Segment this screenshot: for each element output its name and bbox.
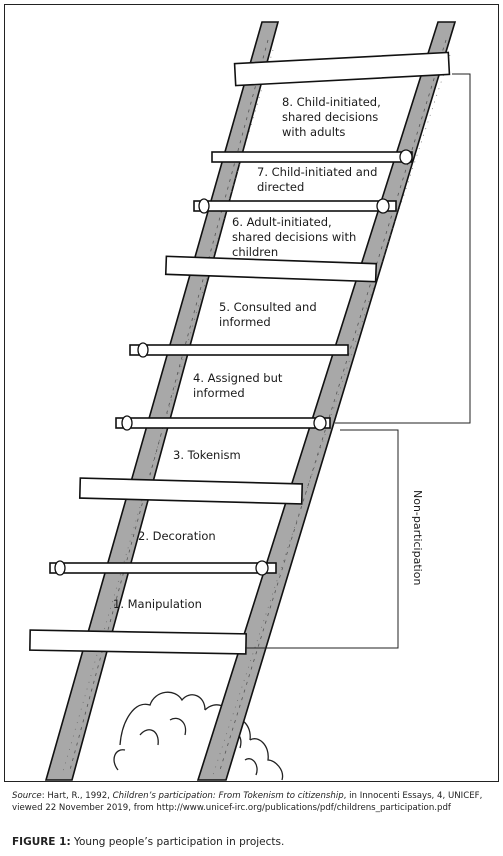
- caption-text: Young people’s participation in projects…: [70, 836, 285, 848]
- ladder-rungs: [29, 51, 451, 655]
- rung-label-2: 2. Decoration: [138, 529, 216, 543]
- source-text-a: : Hart, R., 1992,: [41, 791, 113, 801]
- non-participation-label: Non-participation: [411, 490, 424, 586]
- rung-ties: [54, 149, 413, 576]
- rung-label-7: 7. Child-initiated and directed: [257, 165, 378, 194]
- rung-board-8: [233, 51, 451, 87]
- rung-board-5: [164, 255, 378, 283]
- rung-label-1: 1. Manipulation: [113, 597, 202, 611]
- rung-label-5: 5. Consulted and informed: [219, 300, 317, 329]
- rung-board-7: [211, 151, 413, 163]
- rung-board-4: [129, 344, 349, 356]
- rung-board-3: [115, 417, 331, 429]
- rung-board-1: [49, 562, 277, 574]
- rung-board-2: [78, 477, 304, 505]
- participation-bracket: [335, 73, 471, 424]
- shrub-drawing: [113, 691, 284, 781]
- rung-label-6: 6. Adult-initiated, shared decisions wit…: [232, 215, 357, 259]
- source-note: Source: Hart, R., 1992, Children’s parti…: [12, 791, 492, 814]
- non-participation-bracket: [245, 429, 399, 649]
- source-prefix: Source: [12, 791, 42, 801]
- source-text-b: , in Innocenti Essays, 4, UNICEF, viewed…: [12, 791, 483, 813]
- figure-number: FIGURE 1:: [12, 836, 71, 848]
- rung-label-8: 8. Child-initiated, shared decisions wit…: [282, 95, 381, 139]
- source-title: Children’s participation: From Tokenism …: [112, 791, 344, 801]
- rung-label-4: 4. Assigned but informed: [193, 371, 283, 400]
- bracket-lines: [245, 73, 471, 649]
- ladder-illustration: [29, 21, 471, 781]
- rung-board-0: [29, 629, 247, 655]
- rung-board-6: [193, 200, 397, 212]
- figure-caption: FIGURE 1: Young people’s participation i…: [12, 836, 492, 848]
- rung-label-3: 3. Tokenism: [173, 448, 241, 462]
